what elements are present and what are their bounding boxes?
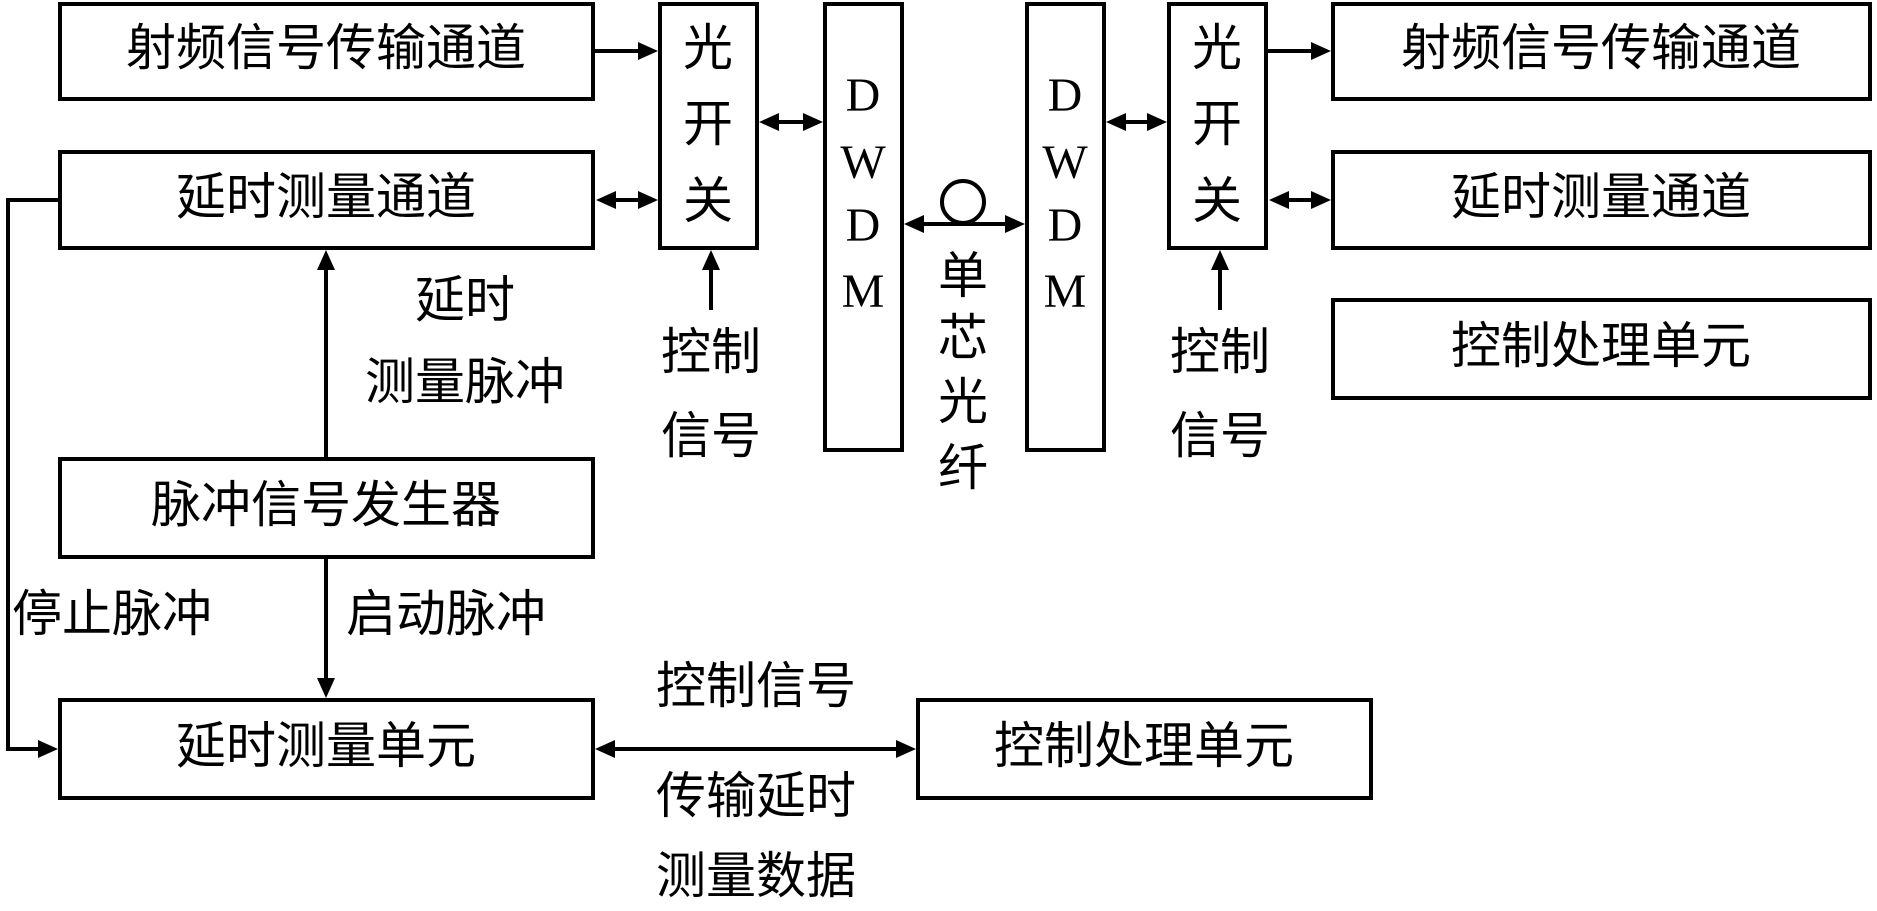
bottom-control-signal-label: 控制信号	[656, 657, 856, 715]
right-delay-channel-box	[1331, 150, 1872, 250]
right-switch-char-3: 关	[1192, 172, 1242, 230]
arrow-control-to-right-switch	[1211, 250, 1229, 310]
arrow-left-delay-switch	[596, 191, 658, 209]
right-switch-char-1: 光	[1192, 19, 1242, 77]
right-dwdm-char-3: D	[1048, 199, 1083, 252]
right-optical-switch-box	[1167, 2, 1268, 250]
right-dwdm-char-4: M	[1044, 265, 1087, 318]
left-rf-channel-label: 射频信号传输通道	[126, 19, 526, 77]
left-delay-channel-box	[58, 150, 595, 250]
right-dwdm-box	[1025, 2, 1106, 452]
pulse-generator-label: 脉冲信号发生器	[151, 476, 501, 534]
left-switch-control-line-1: 控制	[661, 323, 761, 381]
arrow-left-switch-dwdm	[759, 113, 823, 131]
delay-data-line-1: 传输延时	[656, 767, 856, 825]
left-delay-channel-label: 延时测量通道	[176, 168, 476, 226]
fiber-coil-icon	[940, 179, 986, 225]
left-dwdm-box	[823, 2, 904, 452]
arrow-rf-to-left-switch	[595, 42, 658, 60]
left-switch-control-line-2: 信号	[661, 407, 761, 465]
delay-pulse-line-1: 延时	[415, 271, 515, 329]
left-switch-char-1: 光	[683, 19, 733, 77]
right-switch-control-line-2: 信号	[1170, 407, 1270, 465]
arrow-stop-pulse	[6, 198, 58, 758]
arrow-pulse-to-delay-channel	[317, 250, 335, 457]
bottom-control-unit-box	[916, 698, 1373, 800]
arrow-right-switch-to-rf	[1268, 42, 1331, 60]
left-optical-switch-box	[658, 2, 759, 250]
fiber-char-3: 光	[938, 373, 988, 431]
fiber-char-4: 纤	[938, 439, 988, 497]
delay-pulse-line-2: 测量脉冲	[365, 353, 565, 411]
arrow-start-pulse	[317, 559, 335, 698]
left-dwdm-char-4: M	[842, 265, 885, 318]
right-rf-channel-box	[1331, 2, 1872, 101]
left-dwdm-char-3: D	[846, 199, 881, 252]
fiber-char-2: 芯	[938, 309, 988, 367]
left-dwdm-char-2: W	[840, 136, 886, 189]
right-dwdm-char-2: W	[1042, 136, 1088, 189]
delay-unit-box	[58, 698, 595, 800]
right-rf-channel-label: 射频信号传输通道	[1401, 19, 1801, 77]
right-switch-char-2: 开	[1192, 95, 1242, 153]
right-control-unit-box	[1331, 298, 1872, 400]
left-rf-channel-box	[58, 2, 595, 101]
arrow-delay-unit-control-unit	[595, 740, 916, 758]
delay-data-line-2: 测量数据	[656, 847, 856, 905]
left-switch-char-2: 开	[683, 95, 733, 153]
right-control-unit-label: 控制处理单元	[1451, 317, 1751, 375]
bottom-control-unit-label: 控制处理单元	[994, 717, 1294, 775]
right-delay-channel-label: 延时测量通道	[1451, 168, 1751, 226]
right-switch-control-line-1: 控制	[1170, 323, 1270, 381]
fiber-char-1: 单	[938, 247, 988, 305]
arrow-control-to-left-switch	[702, 250, 720, 310]
pulse-generator-box	[58, 457, 595, 559]
left-switch-char-3: 关	[683, 172, 733, 230]
delay-unit-label: 延时测量单元	[176, 717, 476, 775]
stop-pulse-label: 停止脉冲	[12, 585, 212, 643]
arrow-dwdm-fiber-link	[904, 179, 1025, 233]
start-pulse-label: 启动脉冲	[346, 585, 546, 643]
arrow-right-switch-delay	[1269, 191, 1331, 209]
right-dwdm-char-1: D	[1048, 69, 1083, 122]
arrow-right-dwdm-switch	[1106, 113, 1167, 131]
left-dwdm-char-1: D	[846, 69, 881, 122]
